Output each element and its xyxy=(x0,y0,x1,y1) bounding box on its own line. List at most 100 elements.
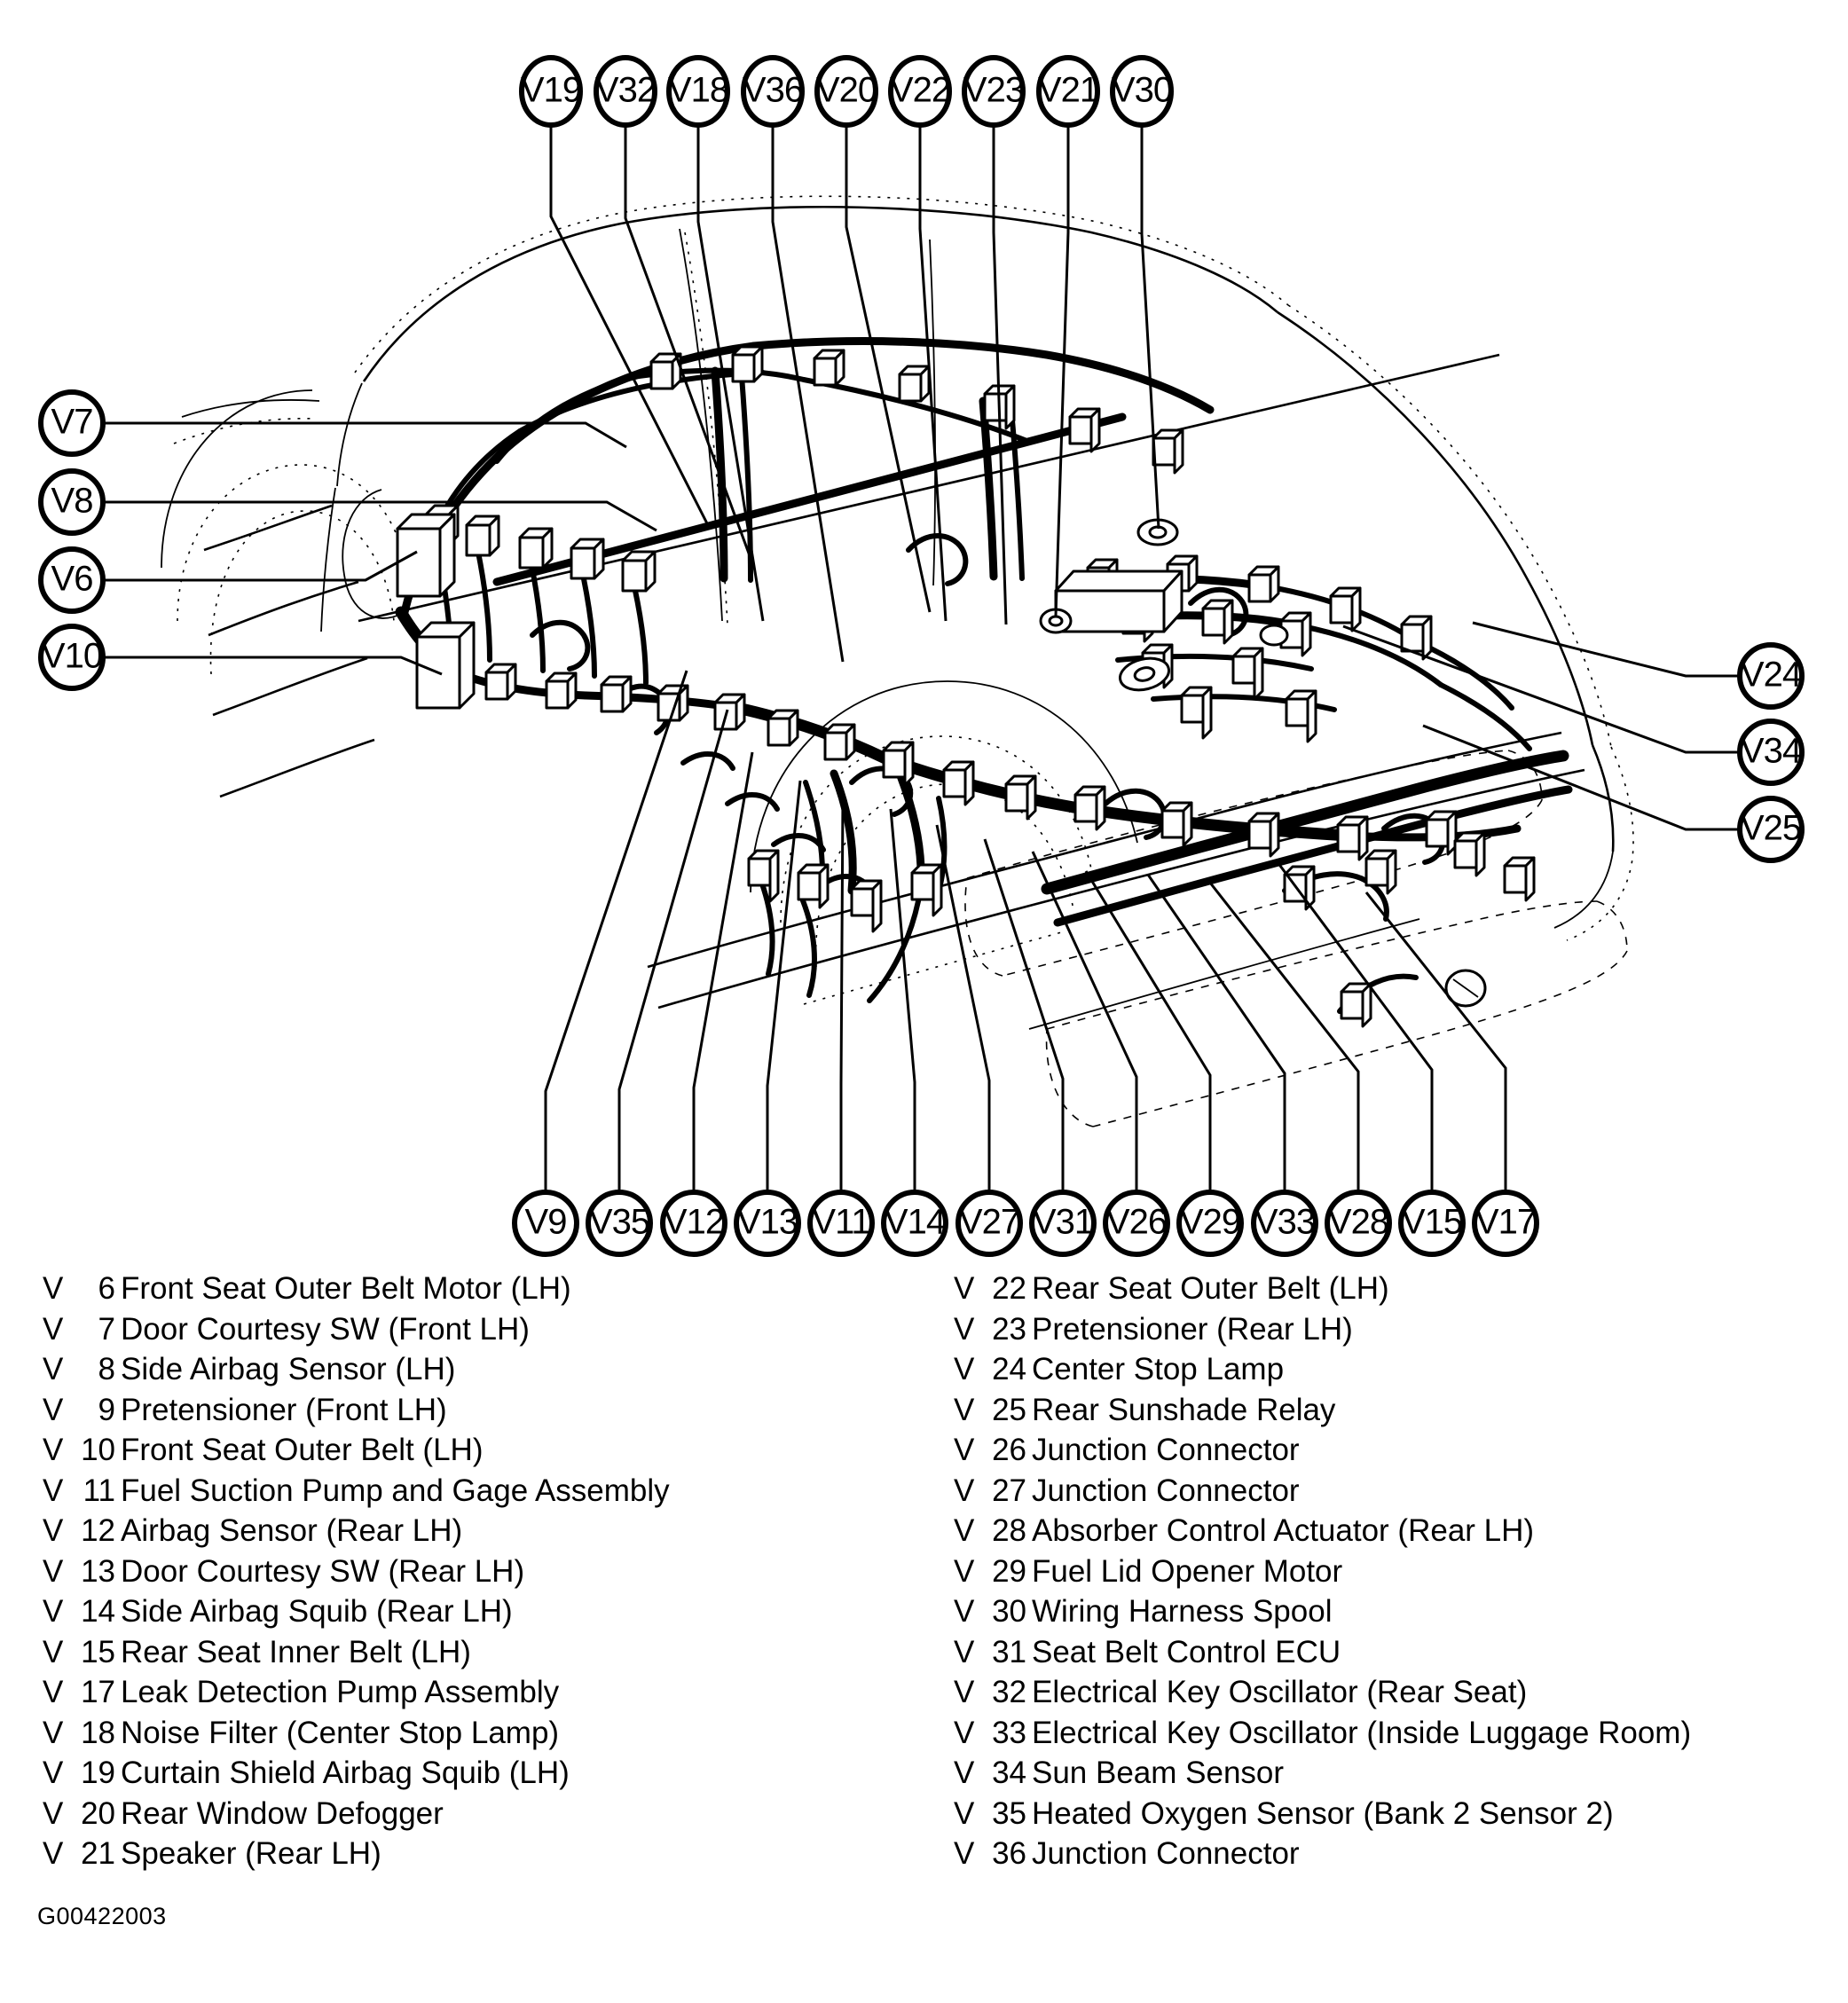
callout-v13[interactable]: V13 xyxy=(734,1190,801,1257)
legend-code-number: 21 xyxy=(81,1836,115,1871)
legend-code-prefix: V xyxy=(43,1553,64,1589)
legend-label: Side Airbag Sensor (LH) xyxy=(121,1352,456,1386)
callout-v18[interactable]: V18 xyxy=(666,55,730,128)
callout-v33[interactable]: V33 xyxy=(1251,1190,1318,1257)
callout-v12[interactable]: V12 xyxy=(660,1190,727,1257)
callout-v23[interactable]: V23 xyxy=(962,55,1026,128)
callout-ring xyxy=(881,1190,948,1257)
callout-v10[interactable]: V10 xyxy=(38,624,106,691)
legend-code-prefix: V xyxy=(43,1311,64,1347)
callout-v27[interactable]: V27 xyxy=(955,1190,1023,1257)
callout-v29[interactable]: V29 xyxy=(1176,1190,1244,1257)
callout-label: V36 xyxy=(743,71,803,110)
callout-v34[interactable]: V34 xyxy=(1737,719,1805,786)
callout-label: V33 xyxy=(1254,1203,1315,1242)
legend-label: Pretensioner (Rear LH) xyxy=(1032,1311,1353,1347)
callout-label: V9 xyxy=(525,1203,567,1242)
callout-v11[interactable]: V11 xyxy=(807,1190,875,1257)
callout-v26[interactable]: V26 xyxy=(1103,1190,1170,1257)
callout-v7[interactable]: V7 xyxy=(38,389,106,457)
legend-label: Absorber Control Actuator (Rear LH) xyxy=(1032,1513,1535,1548)
callout-ring xyxy=(888,55,952,128)
leader-lines-left xyxy=(103,421,657,676)
callout-ring xyxy=(1251,1190,1318,1257)
callout-label: V26 xyxy=(1106,1203,1167,1242)
callout-ring xyxy=(1036,55,1100,128)
legend-code-number: 25 xyxy=(992,1392,1026,1427)
callout-v14[interactable]: V14 xyxy=(881,1190,948,1257)
legend-code-number: 18 xyxy=(81,1715,115,1750)
harness-connector-blocks xyxy=(399,345,1536,1028)
legend-code-prefix: V xyxy=(954,1392,975,1427)
callout-v32[interactable]: V32 xyxy=(594,55,657,128)
legend-code-number: 11 xyxy=(83,1473,115,1508)
callout-ring xyxy=(38,624,106,691)
callout-label: V24 xyxy=(1741,656,1802,695)
legend-code-prefix: V xyxy=(954,1433,975,1467)
legend-code-number: 29 xyxy=(992,1553,1026,1589)
callout-label: V29 xyxy=(1180,1203,1240,1242)
callout-v24[interactable]: V24 xyxy=(1737,642,1805,710)
callout-v35[interactable]: V35 xyxy=(586,1190,653,1257)
ecu-box xyxy=(1054,569,1184,633)
callout-v28[interactable]: V28 xyxy=(1325,1190,1392,1257)
legend-code: V 21 xyxy=(43,1834,121,1874)
legend-code-prefix: V xyxy=(43,1352,64,1386)
leader-lines-top xyxy=(549,122,1160,663)
legend-code-prefix: V xyxy=(954,1311,975,1347)
callout-ring xyxy=(807,1190,875,1257)
callout-v21[interactable]: V21 xyxy=(1036,55,1100,128)
legend-label: Rear Window Defogger xyxy=(121,1795,444,1831)
callout-v17[interactable]: V17 xyxy=(1472,1190,1539,1257)
legend-code-number: 10 xyxy=(81,1433,115,1467)
callout-v36[interactable]: V36 xyxy=(741,55,805,128)
callout-ring xyxy=(594,55,657,128)
legend-code-prefix: V xyxy=(43,1513,64,1548)
legend-code-number: 32 xyxy=(992,1675,1026,1709)
callout-ring xyxy=(955,1190,1023,1257)
rear-speaker xyxy=(1039,608,1073,634)
legend-label: Airbag Sensor (Rear LH) xyxy=(121,1513,463,1548)
legend-label: Leak Detection Pump Assembly xyxy=(121,1675,560,1709)
callout-v8[interactable]: V8 xyxy=(38,468,106,536)
legend-label: Rear Sunshade Relay xyxy=(1032,1392,1336,1427)
legend-label: Noise Filter (Center Stop Lamp) xyxy=(121,1715,560,1750)
legend-label: Center Stop Lamp xyxy=(1032,1352,1285,1386)
legend-code-prefix: V xyxy=(43,1836,64,1871)
legend-code-number: 7 xyxy=(98,1311,115,1347)
callout-v19[interactable]: V19 xyxy=(519,55,583,128)
legend-code-number: 34 xyxy=(992,1756,1026,1790)
callout-v6[interactable]: V6 xyxy=(38,546,106,614)
legend-code-number: 24 xyxy=(992,1352,1026,1386)
legend-code-number: 27 xyxy=(992,1473,1026,1508)
legend-label: Pretensioner (Front LH) xyxy=(121,1392,447,1427)
callout-ring xyxy=(38,546,106,614)
callout-v22[interactable]: V22 xyxy=(888,55,952,128)
leader-lines-right xyxy=(1342,621,1740,831)
callout-v20[interactable]: V20 xyxy=(814,55,878,128)
callout-v31[interactable]: V31 xyxy=(1029,1190,1097,1257)
callout-label: V31 xyxy=(1033,1203,1093,1242)
callout-v15[interactable]: V15 xyxy=(1398,1190,1466,1257)
legend-label: Wiring Harness Spool xyxy=(1032,1594,1333,1629)
callout-v25[interactable]: V25 xyxy=(1737,796,1805,863)
callout-ring xyxy=(1029,1190,1097,1257)
legend-label: Heated Oxygen Sensor (Bank 2 Sensor 2) xyxy=(1032,1795,1614,1831)
callout-ring xyxy=(1325,1190,1392,1257)
callout-label: V18 xyxy=(668,71,728,110)
legend-label: Junction Connector xyxy=(1032,1433,1300,1467)
callout-ring xyxy=(519,55,583,128)
callout-v9[interactable]: V9 xyxy=(512,1190,579,1257)
callout-v30[interactable]: V30 xyxy=(1110,55,1174,128)
